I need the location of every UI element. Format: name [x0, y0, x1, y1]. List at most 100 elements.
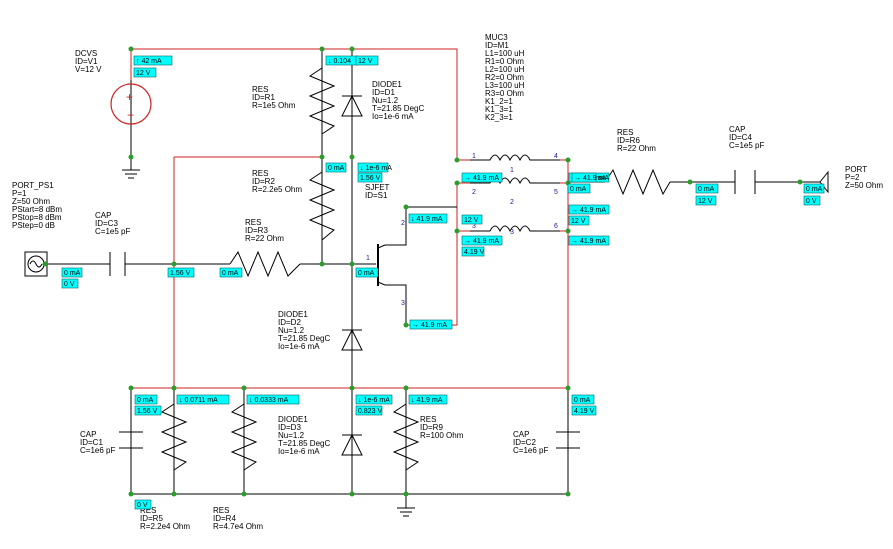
annotation-box: [176, 394, 230, 405]
red-wires: [130, 48, 569, 389]
annotation-text: ↓ 1e-6 mA: [360, 165, 392, 172]
component-label-line: C=1e5 pF: [95, 227, 130, 236]
component-label-line: Io=1e-6 mA: [278, 342, 320, 351]
annotation-text: → 41.9 mA: [574, 175, 609, 182]
coil-label: 3: [510, 229, 514, 236]
annotation-text: ↓ 0.0711 mA: [179, 397, 218, 404]
annotation-text: 0 mA: [64, 270, 81, 277]
resistor-r9-icon: [392, 403, 420, 471]
annotation-port2-v: 0 V: [803, 195, 821, 206]
annotation-v1-i: ↑ 42 mA: [133, 55, 173, 66]
component-label-line: P=2: [845, 173, 860, 182]
annotation-m5-i: → 41.9 mA: [568, 204, 610, 215]
capacitor-c2-icon: [556, 431, 580, 449]
component-label-line: RES: [252, 169, 268, 178]
component-label-line: C=1e5 pF: [729, 141, 764, 150]
annotation-box: [803, 183, 825, 194]
annotation-box: [461, 246, 485, 257]
annotation-text: 0 mA: [328, 165, 345, 172]
resistor-r6-icon: [604, 168, 671, 196]
annotation-box: [357, 172, 383, 183]
annotation-text: 12 V: [571, 218, 586, 225]
component-label-line: R1=0 Ohm: [485, 57, 524, 66]
annotation-box: [246, 394, 300, 405]
component-label-line: V=12 V: [75, 65, 102, 74]
annotation-box: [355, 267, 379, 278]
annotation-box: [355, 55, 379, 66]
component-label-line: R2=0 Ohm: [485, 73, 524, 82]
capacitor-c4-icon: [734, 170, 756, 194]
annotation-c2-v: 4.19 V: [571, 405, 597, 416]
annotation-m3-i: → 41.9 mA: [461, 235, 503, 246]
annotation-c1-i: 0 mA: [134, 394, 158, 405]
component-label-line: DIODE1: [372, 80, 402, 89]
component-label-line: T=21.85 DegC: [278, 439, 330, 448]
annotation-text: 0 V: [64, 281, 75, 288]
annotation-text: 4.19 V: [464, 249, 485, 256]
component-label-line: PStep=0 dB: [12, 221, 55, 230]
annotation-text: 0 mA: [570, 186, 587, 193]
annotation-source-i: → 41.9 mA: [409, 319, 453, 330]
annotation-drain-i: ↓ 41.9 mA: [408, 213, 448, 224]
component-label-line: RES: [213, 506, 229, 515]
component-label-line: ID=D3: [278, 423, 301, 432]
annotation-text: 12 V: [136, 70, 151, 77]
resistor-r4-icon: [230, 403, 258, 471]
annotation-text: 0 V: [137, 502, 148, 509]
resistor-r3-icon: [229, 250, 301, 278]
annotation-box: [571, 394, 595, 405]
annotation-text: 0 mA: [698, 186, 715, 193]
annotation-text: 12 V: [358, 58, 373, 65]
annotation-r4-i: ↓ 0.0333 mA: [246, 394, 300, 405]
annotation-box: [461, 172, 503, 183]
annotation-box: [461, 235, 503, 246]
component-label-line: SJFET: [365, 183, 390, 192]
annotation-c2-i: 0 mA: [571, 394, 595, 405]
annotation-text: → 41.9 mA: [571, 207, 606, 214]
ground-icon: [397, 507, 415, 517]
annotation-box: [133, 55, 173, 66]
resistor-r2-icon: [308, 171, 336, 241]
annotation-box: [571, 172, 597, 183]
annotation-text: ↑ 42 mA: [136, 58, 162, 65]
annotation-text: 1.56 V: [360, 175, 381, 182]
annotation-text: → 41.9 mA: [464, 238, 499, 245]
component-label-line: ID=R6: [617, 136, 640, 145]
annotation-m4-v: 0 mA: [567, 183, 591, 194]
component-label-line: R3=0 Ohm: [485, 89, 524, 98]
component-label-line: DIODE1: [278, 415, 308, 424]
annotation-top-i: ↓ 0.104: [325, 55, 359, 66]
pin-label: 6: [554, 223, 558, 230]
annotation-box: [133, 67, 157, 78]
annotation-c1-v: 1.56 V: [134, 405, 162, 416]
resistor-r5-icon: [160, 403, 188, 471]
component-label-line: R=100 Ohm: [420, 431, 464, 440]
annotation-box: [408, 213, 448, 224]
annotation-box: [568, 235, 610, 246]
component-label-line: ID=D1: [372, 88, 395, 97]
annotation-port1-i: 0 mA: [61, 267, 83, 278]
annotation-text: 0 mA: [574, 397, 591, 404]
component-label-line: ID=C1: [80, 438, 103, 447]
component-label-line: ID=M1: [485, 41, 509, 50]
annotation-d1-v: 1.56 V: [357, 172, 383, 183]
component-label-line: PORT_PS1: [12, 181, 54, 190]
annotation-text: 0.823 V: [358, 408, 382, 415]
annotation-text: 0 mA: [806, 186, 823, 193]
annotation-port2-i: 0 mA: [803, 183, 825, 194]
component-label-line: ID=V1: [75, 57, 98, 66]
annotation-text: 0 mA: [137, 397, 154, 404]
component-label-line: Z=50 Ohm: [12, 197, 50, 206]
annotation-text: → 41.9 mA: [571, 238, 606, 245]
annotation-text: ↓ 0.104: [328, 58, 351, 65]
